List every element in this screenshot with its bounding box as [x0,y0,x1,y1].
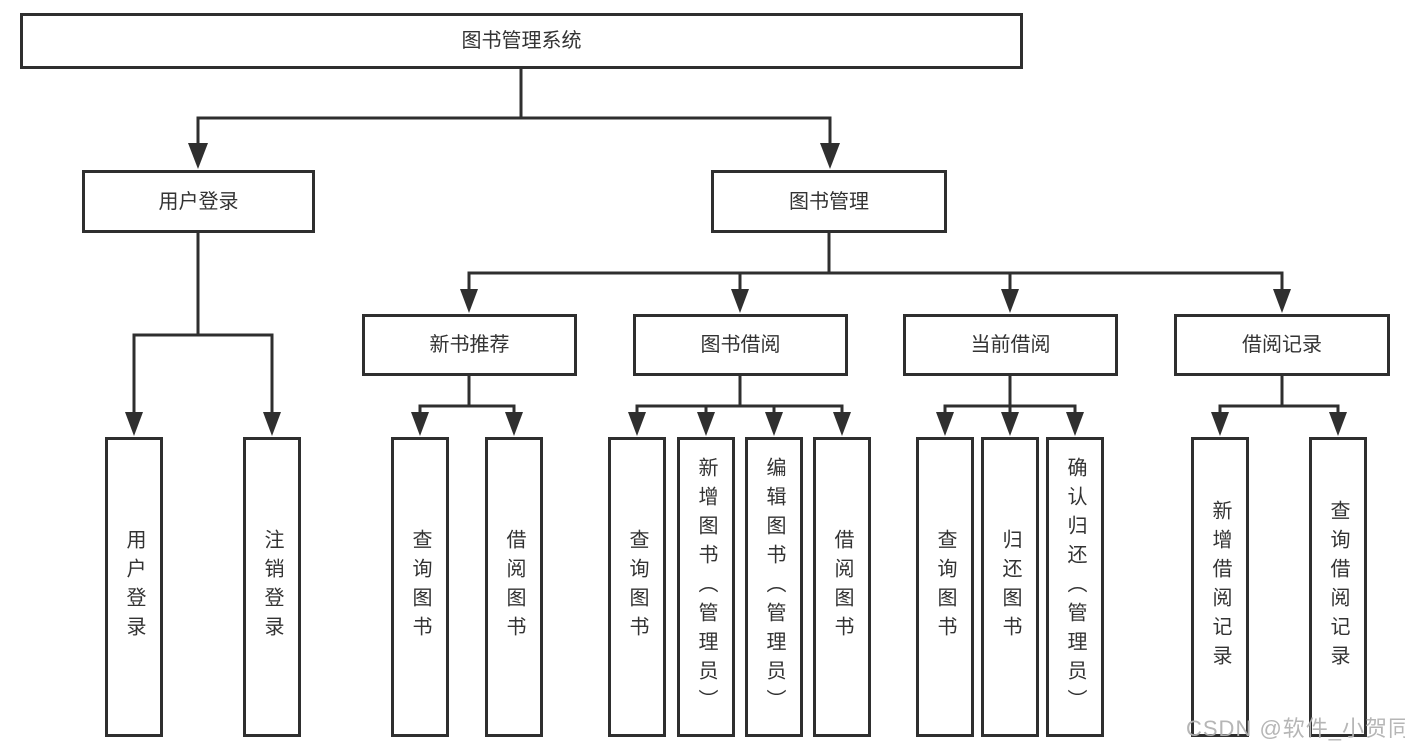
leaf-add-borrow-record: 新增借阅记录 [1191,437,1249,737]
node-current-borrow: 当前借阅 [903,314,1118,376]
node-borrow-records: 借阅记录 [1174,314,1390,376]
leaf-query-borrow-record: 查询借阅记录 [1309,437,1367,737]
leaf-borrow-books: 借阅图书 [813,437,871,737]
leaf-user-login: 用户登录 [105,437,163,737]
leaf-query-books-borrow: 查询图书 [608,437,666,737]
node-library-system: 图书管理系统 [20,13,1023,69]
csdn-watermark: CSDN @软件_小贺同学 [1186,716,1405,741]
leaf-confirm-return-admin: 确认归还（管理员） [1046,437,1104,737]
node-new-book-recommend: 新书推荐 [362,314,577,376]
leaf-query-books-current: 查询图书 [916,437,974,737]
leaf-borrow-books-recommend: 借阅图书 [485,437,543,737]
leaf-return-books: 归还图书 [981,437,1039,737]
leaf-edit-books-admin: 编辑图书（管理员） [745,437,803,737]
node-book-management: 图书管理 [711,170,947,233]
leaf-query-books-recommend: 查询图书 [391,437,449,737]
node-user-login: 用户登录 [82,170,315,233]
node-book-borrow: 图书借阅 [633,314,848,376]
leaf-logout: 注销登录 [243,437,301,737]
leaf-add-books-admin: 新增图书（管理员） [677,437,735,737]
